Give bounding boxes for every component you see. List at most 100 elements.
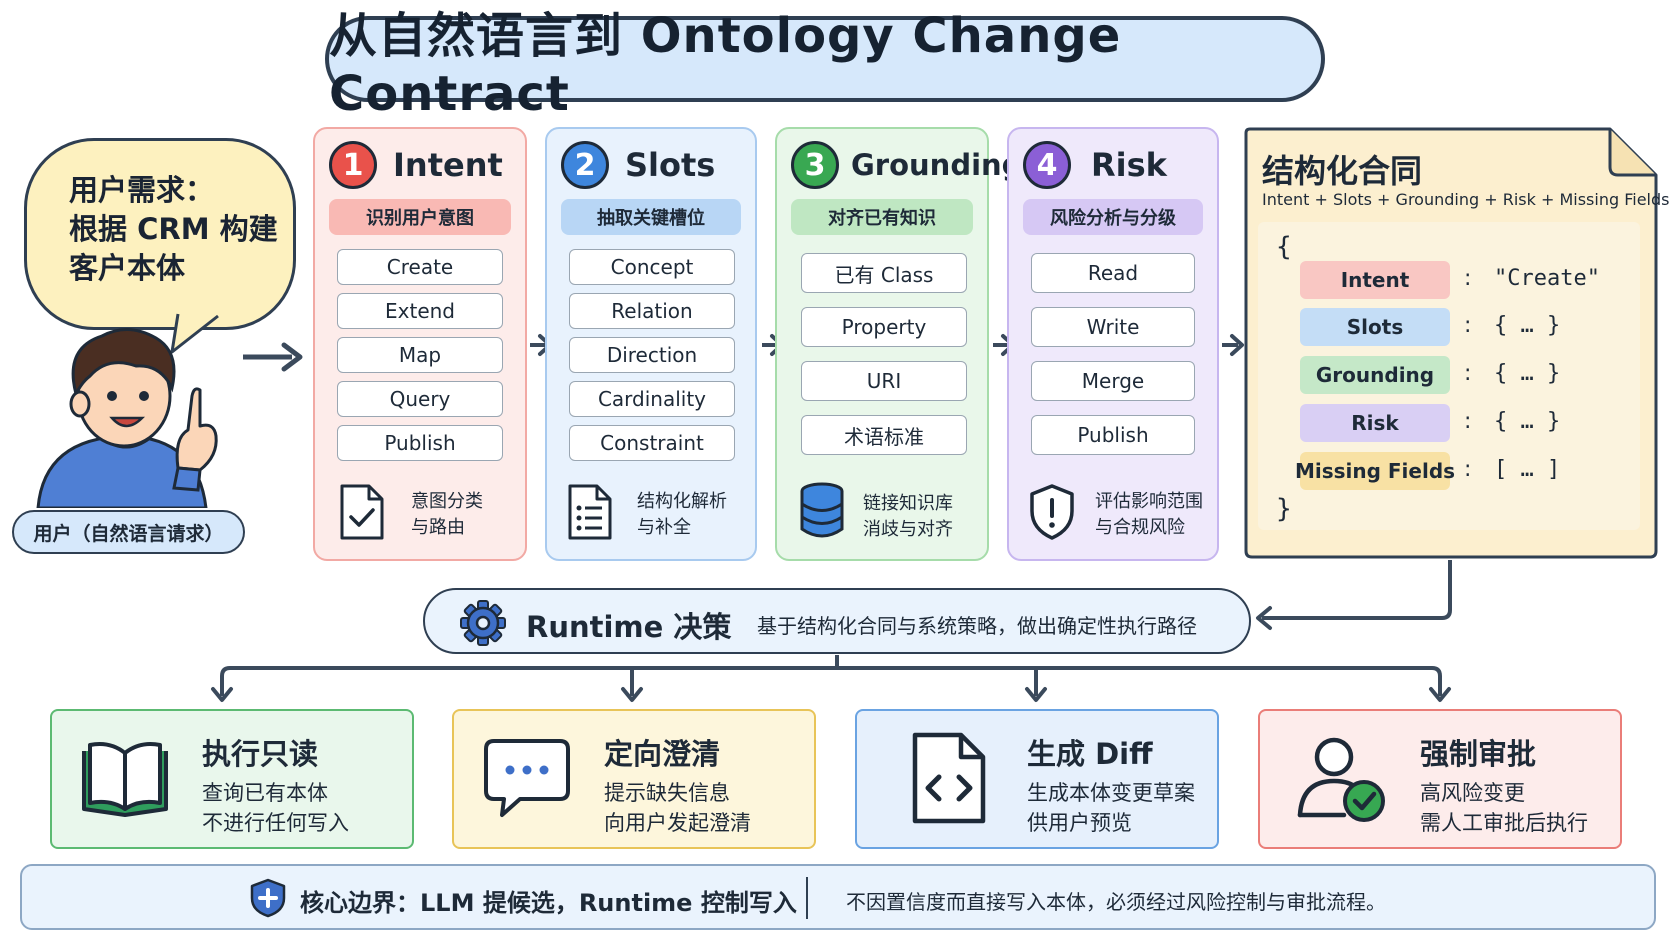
user-label: 用户（自然语言请求） — [12, 510, 245, 554]
outcome-title: 定向澄清 — [604, 737, 721, 771]
runtime-title: Runtime 决策 — [526, 610, 732, 644]
desc-line: 与合规风险 — [1095, 517, 1185, 538]
stage-number: 3 — [791, 141, 839, 189]
grounding-item: 已有 Class — [801, 253, 967, 293]
open-brace: { — [1276, 232, 1292, 262]
stage-subtitle: 对齐已有知识 — [791, 199, 973, 235]
risk-item: Merge — [1031, 361, 1195, 401]
user-approval-icon — [1297, 737, 1385, 822]
slot-item: Concept — [569, 249, 735, 285]
user-avatar-icon — [36, 328, 218, 508]
stage-header: 2 Slots — [561, 139, 715, 191]
stage-slots: 2 Slots 抽取关键槽位 Concept Relation Directio… — [545, 127, 757, 561]
contract-field-key: Slots — [1300, 308, 1450, 346]
stage-grounding: 3 Grounding 对齐已有知识 已有 Class Property URI… — [775, 127, 1022, 561]
desc-line: 结构化解析 — [637, 491, 727, 512]
grounding-item: Property — [801, 307, 967, 347]
outcome-line: 不进行任何写入 — [202, 811, 349, 835]
stage-title: Grounding — [851, 148, 1023, 182]
stage-header: 3 Grounding — [791, 139, 1022, 191]
slot-item: Relation — [569, 293, 735, 329]
outcome-line: 供用户预览 — [1027, 811, 1132, 835]
stage-number: 2 — [561, 141, 609, 189]
bubble-line: 根据 CRM 构建 — [69, 212, 278, 246]
stage-risk: 4 Risk 风险分析与分级 Read Write Merge Publish … — [1007, 127, 1219, 561]
outcome-line: 提示缺失信息 — [604, 781, 730, 805]
footer-note: 不因置信度而直接写入本体，必须经过风险控制与审批流程。 — [846, 890, 1386, 914]
contract-field-key: Intent — [1300, 261, 1450, 299]
outcome-line: 查询已有本体 — [202, 781, 328, 805]
user-request-bubble: 用户需求： 根据 CRM 构建 客户本体 — [24, 138, 296, 330]
stage-title: Slots — [625, 146, 716, 184]
slot-item: Constraint — [569, 425, 735, 461]
intent-item: Create — [337, 249, 503, 285]
intent-item: Map — [337, 337, 503, 373]
bubble-tail-icon — [170, 312, 220, 354]
contract-field-value: { … } — [1494, 361, 1561, 386]
bubble-line: 用户需求： — [69, 173, 215, 207]
outcome-approval: 强制审批 高风险变更 需人工审批后执行 — [1258, 709, 1622, 849]
contract-field-key: Missing Fields — [1295, 452, 1455, 490]
list-document-icon — [568, 484, 612, 540]
shield-alert-icon — [1030, 484, 1074, 540]
contract-field-key: Risk — [1300, 404, 1450, 442]
field-colon: : — [1464, 266, 1472, 291]
stage-subtitle: 抽取关键槽位 — [561, 199, 741, 235]
runtime-description: 基于结构化合同与系统策略，做出确定性执行路径 — [757, 614, 1197, 638]
chat-bubble-icon — [484, 739, 570, 817]
slot-item: Cardinality — [569, 381, 735, 417]
contract-field-value: "Create" — [1494, 266, 1600, 291]
risk-item: Publish — [1031, 415, 1195, 455]
contract-subtitle: Intent + Slots + Grounding + Risk + Miss… — [1262, 190, 1670, 209]
stage-intent: 1 Intent 识别用户意图 Create Extend Map Query … — [313, 127, 527, 561]
outcome-title: 执行只读 — [202, 737, 319, 771]
desc-line: 链接知识库 — [863, 493, 953, 514]
intent-item: Query — [337, 381, 503, 417]
intent-item: Publish — [337, 425, 503, 461]
outcome-title: 生成 Diff — [1027, 737, 1153, 771]
stage-description: 结构化解析 与补全 — [637, 489, 727, 541]
desc-line: 意图分类 — [411, 491, 483, 512]
core-boundary-footer — [20, 864, 1656, 930]
outcome-clarify: 定向澄清 提示缺失信息 向用户发起澄清 — [452, 709, 816, 849]
contract-field-value: { … } — [1494, 409, 1561, 434]
outcome-line: 向用户发起澄清 — [604, 811, 751, 835]
field-colon: : — [1464, 457, 1472, 482]
risk-item: Read — [1031, 253, 1195, 293]
gear-icon — [460, 600, 506, 646]
shield-plus-icon — [250, 878, 286, 918]
slot-item: Direction — [569, 337, 735, 373]
database-icon — [800, 482, 844, 538]
field-colon: : — [1464, 361, 1472, 386]
code-file-icon — [912, 732, 986, 824]
outcome-line: 需人工审批后执行 — [1420, 811, 1588, 835]
outcome-title: 强制审批 — [1420, 737, 1537, 771]
grounding-item: URI — [801, 361, 967, 401]
intent-item: Extend — [337, 293, 503, 329]
contract-field-key: Grounding — [1300, 356, 1450, 394]
stage-header: 1 Intent — [329, 139, 503, 191]
runtime-decision-bar — [423, 588, 1251, 654]
desc-line: 与补全 — [637, 517, 691, 538]
desc-line: 评估影响范围 — [1095, 491, 1203, 512]
outcome-line: 高风险变更 — [1420, 781, 1525, 805]
stage-title: Risk — [1091, 146, 1167, 184]
field-colon: : — [1464, 313, 1472, 338]
close-brace: } — [1276, 494, 1292, 524]
stage-header: 4 Risk — [1023, 139, 1167, 191]
contract-field-value: { … } — [1494, 313, 1561, 338]
desc-line: 消歧与对齐 — [863, 519, 953, 540]
stage-number: 1 — [329, 141, 377, 189]
bubble-line: 客户本体 — [69, 251, 186, 285]
stage-description: 链接知识库 消歧与对齐 — [863, 491, 953, 543]
footer-core-boundary: 核心边界：LLM 提候选，Runtime 控制写入 — [300, 889, 797, 917]
outcome-line: 生成本体变更草案 — [1027, 781, 1195, 805]
risk-item: Write — [1031, 307, 1195, 347]
stage-subtitle: 风险分析与分级 — [1023, 199, 1203, 235]
stage-description: 意图分类 与路由 — [411, 489, 483, 541]
outcome-read-only: 执行只读 查询已有本体 不进行任何写入 — [50, 709, 414, 849]
field-colon: : — [1464, 409, 1472, 434]
contract-title: 结构化合同 — [1262, 152, 1423, 190]
grounding-item: 术语标准 — [801, 415, 967, 455]
stage-number: 4 — [1023, 141, 1071, 189]
